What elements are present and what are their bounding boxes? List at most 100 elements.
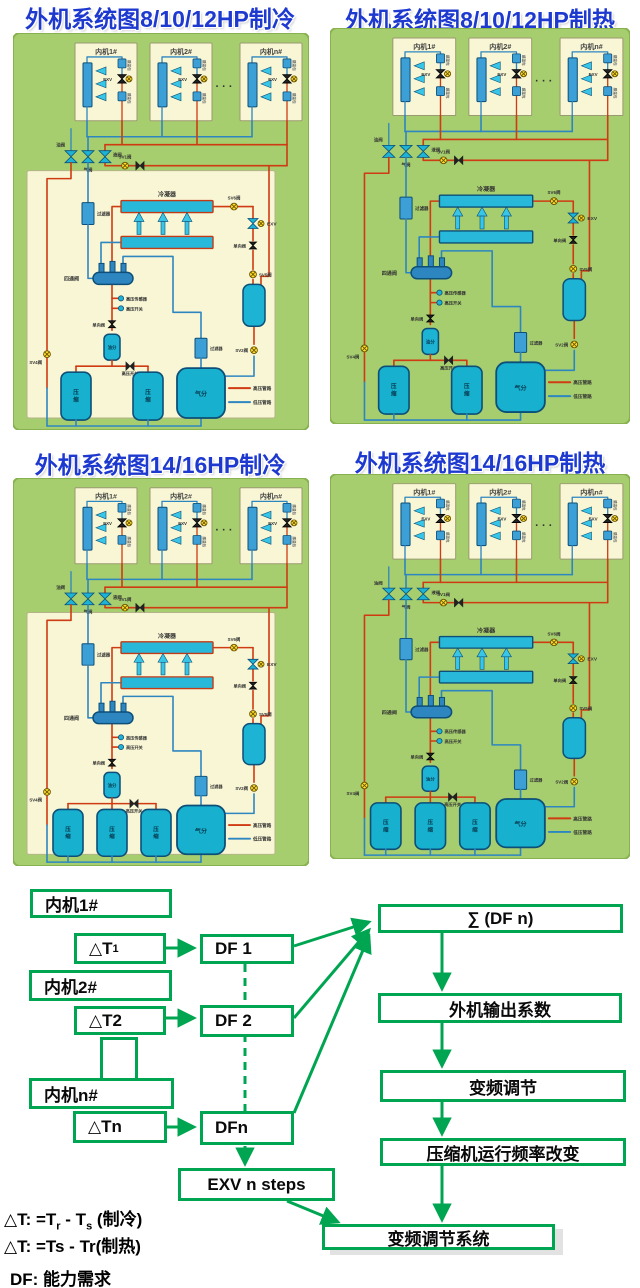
legend-high-pressure: 高压管路: [573, 815, 592, 822]
indoor-unit-label: 内机2#: [489, 42, 511, 51]
pipe: [87, 664, 94, 719]
accumulator-label: 气分: [194, 390, 207, 398]
oil-valve-label: 油阀: [56, 142, 65, 149]
note-delta-t-heating: △T: =Ts - Tr(制热): [4, 1237, 141, 1256]
exv-label: EXV: [589, 72, 598, 77]
oil-valve-icon: [64, 592, 78, 606]
sensor-label: 感温包: [292, 93, 297, 104]
temp-sensor: [282, 535, 292, 545]
pipe: [361, 782, 368, 789]
airflow-up-icon: [479, 215, 485, 230]
indoor-heat-exchanger: [157, 62, 168, 108]
filter-label: 过滤器: [415, 646, 429, 653]
sensor-label: 感温包: [202, 504, 207, 515]
pipe: [363, 598, 390, 820]
flow-box-dtn-label: △Tn: [88, 1117, 122, 1136]
temp-sensor: [436, 53, 445, 64]
indoor-exv-icon: [281, 74, 293, 84]
outdoor-exv-icon: [567, 212, 580, 224]
four-way-valve: [410, 705, 453, 719]
hp-switch-label: 高压开关: [445, 738, 463, 744]
gas-valve-icon: [398, 145, 414, 158]
system-diagram-8-10-12hp-heating: 内机1#感温包感温包EXV内机2#感温包感温包EXV内机n#感温包感温包EXV·…: [330, 28, 630, 424]
pipe: [404, 496, 442, 504]
legend-low-pressure: 低压管路: [572, 393, 592, 400]
four-way-valve-port: [120, 262, 127, 273]
four-way-valve-port: [438, 696, 446, 707]
note1-part: (制冷): [92, 1210, 143, 1229]
indoor-exv-icon: [511, 69, 522, 79]
condenser-label: 冷凝器: [477, 185, 496, 193]
indoor-heat-exchanger: [476, 57, 487, 103]
pipe: [578, 215, 584, 221]
indoor-unit-label: 内机n#: [260, 492, 282, 501]
pipe: [445, 71, 451, 77]
compressor-label: 缩: [383, 826, 389, 834]
four-way-valve-label: 四通阀: [64, 275, 79, 282]
indoor-unit-label: 内机2#: [170, 47, 192, 56]
airflow-up-icon: [136, 221, 142, 235]
liquid-valve-label: 液阀: [431, 589, 441, 596]
indoor-exv-icon: [191, 518, 203, 528]
indoor-exv-icon: [435, 69, 446, 79]
pipe: [521, 71, 527, 77]
condenser-coil: [438, 670, 534, 684]
condenser-coil: [120, 641, 214, 655]
flow-box-sum: ∑ (DF n): [378, 904, 623, 933]
indoor-exv-icon: [116, 518, 128, 528]
pipe: [44, 351, 50, 357]
compressor-label: 压: [65, 825, 71, 833]
pipe: [440, 157, 447, 164]
pipe: [258, 661, 264, 667]
airflow-arrow-icon: [170, 536, 182, 545]
check-valve-icon: [425, 314, 435, 323]
pipe: [201, 520, 207, 526]
pipe: [250, 271, 256, 278]
compressor-label: 压: [428, 818, 434, 826]
hp-switch-label: 高压开关: [126, 305, 144, 312]
check-valve-label: 单向阀: [92, 760, 105, 766]
airflow-arrow-icon: [413, 506, 425, 516]
compressor-label: 缩: [65, 832, 71, 840]
flow-box-vf-system-label: 变频调节系统: [387, 1229, 490, 1249]
pipe: [544, 786, 576, 808]
temp-sensor: [512, 530, 521, 541]
filter: [399, 196, 413, 220]
airflow-arrow-icon: [580, 61, 592, 71]
compressor-label: 缩: [472, 826, 478, 834]
hp-switch-label: 高压开关: [122, 370, 140, 377]
indoor-exv-icon: [602, 69, 613, 79]
sensor-label: 感温包: [127, 536, 132, 547]
pipe: [86, 56, 123, 64]
indoor-unit-label: 内机1#: [95, 492, 117, 501]
receiver-tank: [242, 722, 266, 766]
legend-high-pressure: 高压管路: [253, 385, 272, 392]
accumulator: [176, 804, 226, 856]
exv-label: EXV: [421, 72, 430, 77]
pipe: [440, 689, 522, 771]
four-way-valve-port: [109, 700, 116, 713]
pipe: [126, 520, 132, 526]
temp-sensor: [603, 498, 613, 509]
airflow-arrow-icon: [580, 506, 592, 516]
four-way-valve: [410, 266, 453, 280]
indoor-unit-label: 内机2#: [489, 487, 511, 496]
system-diagram-14-16hp-cooling: 内机1#感温包感温包EXV内机2#感温包感温包EXV内机n#感温包感温包EXV·…: [13, 478, 309, 866]
airflow-up-icon: [504, 215, 509, 230]
airflow-arrow-icon: [170, 510, 182, 520]
indoor-heat-exchanger: [157, 506, 168, 551]
indoor-exv-icon: [191, 74, 203, 84]
accumulator-label: 气分: [513, 384, 526, 392]
pipe: [231, 203, 237, 210]
receiver-tank: [242, 283, 266, 328]
flow-box-dtn: △Tn: [73, 1111, 167, 1143]
indoor-heat-exchanger: [567, 57, 578, 103]
pipe: [361, 345, 368, 352]
pipe: [445, 516, 451, 521]
arrow-df1-sum: [293, 917, 372, 948]
sv2-label: SV2阀: [555, 341, 568, 348]
check-valve-icon: [568, 676, 578, 684]
sv5-label: SV5阀: [579, 266, 592, 273]
